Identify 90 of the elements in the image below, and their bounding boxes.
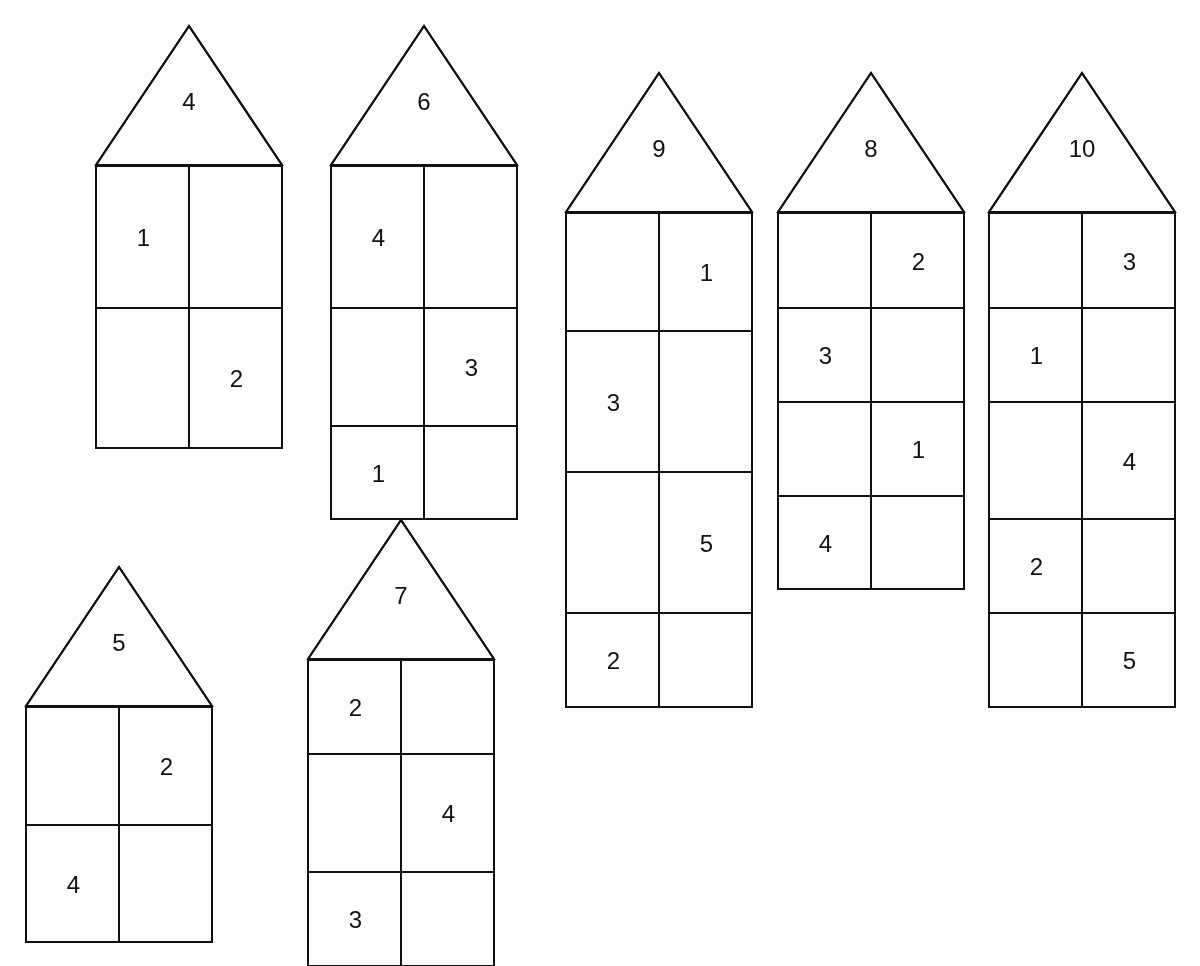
window-cell bbox=[778, 402, 871, 496]
roof-triangle bbox=[988, 72, 1176, 212]
window-cell bbox=[871, 308, 964, 402]
cell-number: 4 bbox=[818, 529, 833, 558]
window-cell bbox=[871, 213, 964, 308]
window-cell bbox=[1082, 519, 1175, 613]
house-drawing bbox=[330, 25, 518, 520]
cell-number: 2 bbox=[1029, 553, 1044, 581]
cell-number: 3 bbox=[1122, 247, 1137, 276]
window-cell bbox=[308, 754, 401, 872]
roof-number: 4 bbox=[182, 88, 196, 116]
cell-number: 1 bbox=[371, 459, 386, 488]
cell-number: 2 bbox=[606, 647, 621, 675]
house-drawing bbox=[565, 72, 753, 708]
roof-triangle bbox=[565, 72, 753, 212]
window-cell bbox=[989, 213, 1082, 308]
window-cell bbox=[26, 825, 119, 942]
window-cell bbox=[331, 426, 424, 519]
window-cell bbox=[989, 308, 1082, 402]
window-cell bbox=[424, 308, 517, 426]
roof-triangle bbox=[777, 72, 965, 212]
window-cell bbox=[566, 613, 659, 707]
window-cell bbox=[308, 660, 401, 754]
cell-number: 2 bbox=[911, 247, 926, 276]
window-cell bbox=[308, 872, 401, 966]
window-cell bbox=[96, 308, 189, 448]
house-drawing bbox=[95, 25, 283, 449]
window-cell bbox=[401, 872, 494, 966]
cell-number: 5 bbox=[1122, 647, 1137, 675]
window-cell bbox=[659, 213, 752, 331]
window-cell bbox=[424, 426, 517, 519]
window-cell bbox=[778, 496, 871, 589]
roof-number: 9 bbox=[652, 135, 666, 163]
cell-number: 3 bbox=[606, 388, 621, 417]
window-cell bbox=[659, 331, 752, 472]
window-cell bbox=[189, 308, 282, 448]
window-cell bbox=[96, 166, 189, 308]
window-cell bbox=[189, 166, 282, 308]
window-cell bbox=[119, 825, 212, 942]
cell-number: 5 bbox=[699, 529, 714, 558]
roof-number: 5 bbox=[112, 629, 126, 657]
window-cell bbox=[871, 402, 964, 496]
window-cell bbox=[778, 213, 871, 308]
window-cell bbox=[778, 308, 871, 402]
window-cell bbox=[871, 496, 964, 589]
cell-number: 2 bbox=[159, 753, 174, 781]
roof-number: 6 bbox=[417, 88, 431, 116]
cell-number: 4 bbox=[371, 224, 386, 252]
cell-number: 3 bbox=[464, 354, 479, 382]
cell-number: 1 bbox=[1029, 342, 1044, 370]
window-cell bbox=[659, 613, 752, 707]
window-cell bbox=[1082, 613, 1175, 707]
cell-number: 4 bbox=[1122, 447, 1137, 476]
window-cell bbox=[1082, 402, 1175, 519]
cell-number: 4 bbox=[66, 870, 81, 899]
cell-number: 2 bbox=[348, 694, 363, 722]
roof-triangle bbox=[95, 25, 283, 165]
window-cell bbox=[659, 472, 752, 613]
cell-number: 1 bbox=[911, 436, 926, 464]
window-cell bbox=[566, 472, 659, 613]
roof-number: 10 bbox=[1068, 135, 1096, 163]
roof-number: 7 bbox=[394, 582, 408, 610]
window-cell bbox=[401, 660, 494, 754]
cell-number: 2 bbox=[229, 365, 244, 393]
roof-number: 8 bbox=[864, 135, 878, 163]
cell-number: 3 bbox=[818, 342, 833, 370]
roof-triangle bbox=[307, 519, 495, 659]
cell-number: 3 bbox=[348, 906, 363, 934]
house-drawing bbox=[25, 566, 213, 943]
window-cell bbox=[26, 707, 119, 825]
roof-triangle bbox=[25, 566, 213, 706]
window-cell bbox=[566, 213, 659, 331]
cell-number: 4 bbox=[441, 800, 456, 828]
window-cell bbox=[424, 166, 517, 308]
window-cell bbox=[566, 331, 659, 472]
window-cell bbox=[331, 166, 424, 308]
window-cell bbox=[989, 519, 1082, 613]
window-cell bbox=[1082, 213, 1175, 308]
house-drawing bbox=[777, 72, 965, 590]
cell-number: 1 bbox=[136, 224, 151, 252]
house-drawing bbox=[988, 72, 1176, 708]
roof-triangle bbox=[330, 25, 518, 165]
cell-number: 1 bbox=[699, 259, 714, 287]
window-cell bbox=[331, 308, 424, 426]
window-cell bbox=[989, 613, 1082, 707]
window-cell bbox=[1082, 308, 1175, 402]
window-cell bbox=[989, 402, 1082, 519]
house-drawing bbox=[307, 519, 495, 966]
window-cell bbox=[119, 707, 212, 825]
window-cell bbox=[401, 754, 494, 872]
